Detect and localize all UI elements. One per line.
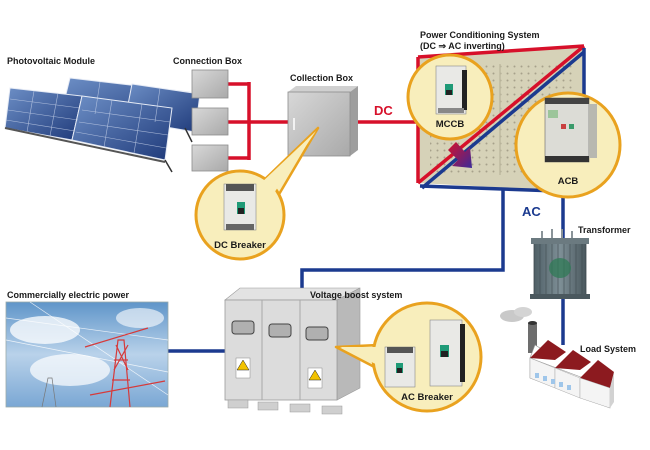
acb-label: ACB — [557, 176, 579, 187]
circuit-breaker-icon — [384, 346, 416, 388]
junction-box-icon — [191, 69, 229, 172]
cabinet-icon — [287, 86, 358, 157]
ac-line-pcs-to-boost — [300, 186, 505, 300]
factory-icon — [500, 307, 614, 409]
warning-sign-icon — [235, 357, 251, 379]
circuit-breaker-icon — [223, 183, 257, 231]
dc-wiring — [228, 82, 420, 160]
pcs-label-line2: (DC ⇒ AC inverting) — [420, 41, 505, 51]
pcs-label-line1: Power Conditioning System — [420, 30, 540, 40]
dc-breaker-label: DC Breaker — [214, 240, 266, 251]
ac-breaker-label: AC Breaker — [401, 392, 453, 403]
air-circuit-breaker-icon — [544, 97, 597, 163]
transformer-label: Transformer — [578, 225, 631, 235]
switchgear-icon — [224, 287, 361, 415]
dc-breaker-callout — [194, 126, 320, 261]
ac-breaker-callout — [334, 301, 483, 413]
solar-panel-icon — [4, 77, 201, 173]
ac-flow-label: AC — [522, 204, 541, 219]
transformer-icon — [530, 229, 590, 299]
power-tower-icon — [5, 301, 169, 408]
voltage-boost-label: Voltage boost system — [310, 290, 403, 300]
circuit-breaker-icon — [429, 319, 465, 387]
conversion-arrow-icon — [448, 142, 472, 168]
dc-flow-label: DC — [374, 103, 393, 118]
commercial-power-label: Commercially electric power — [7, 290, 130, 300]
connection-box-label: Connection Box — [173, 56, 242, 66]
mccb-label: MCCB — [435, 119, 465, 130]
acb-callout — [514, 91, 622, 199]
pv-module-label: Photovoltaic Module — [7, 56, 96, 66]
load-system-label: Load System — [580, 344, 637, 354]
collection-box-label: Collection Box — [290, 73, 354, 83]
mccb-callout — [406, 53, 494, 141]
circuit-breaker-icon — [435, 65, 467, 115]
warning-sign-icon — [307, 367, 323, 389]
